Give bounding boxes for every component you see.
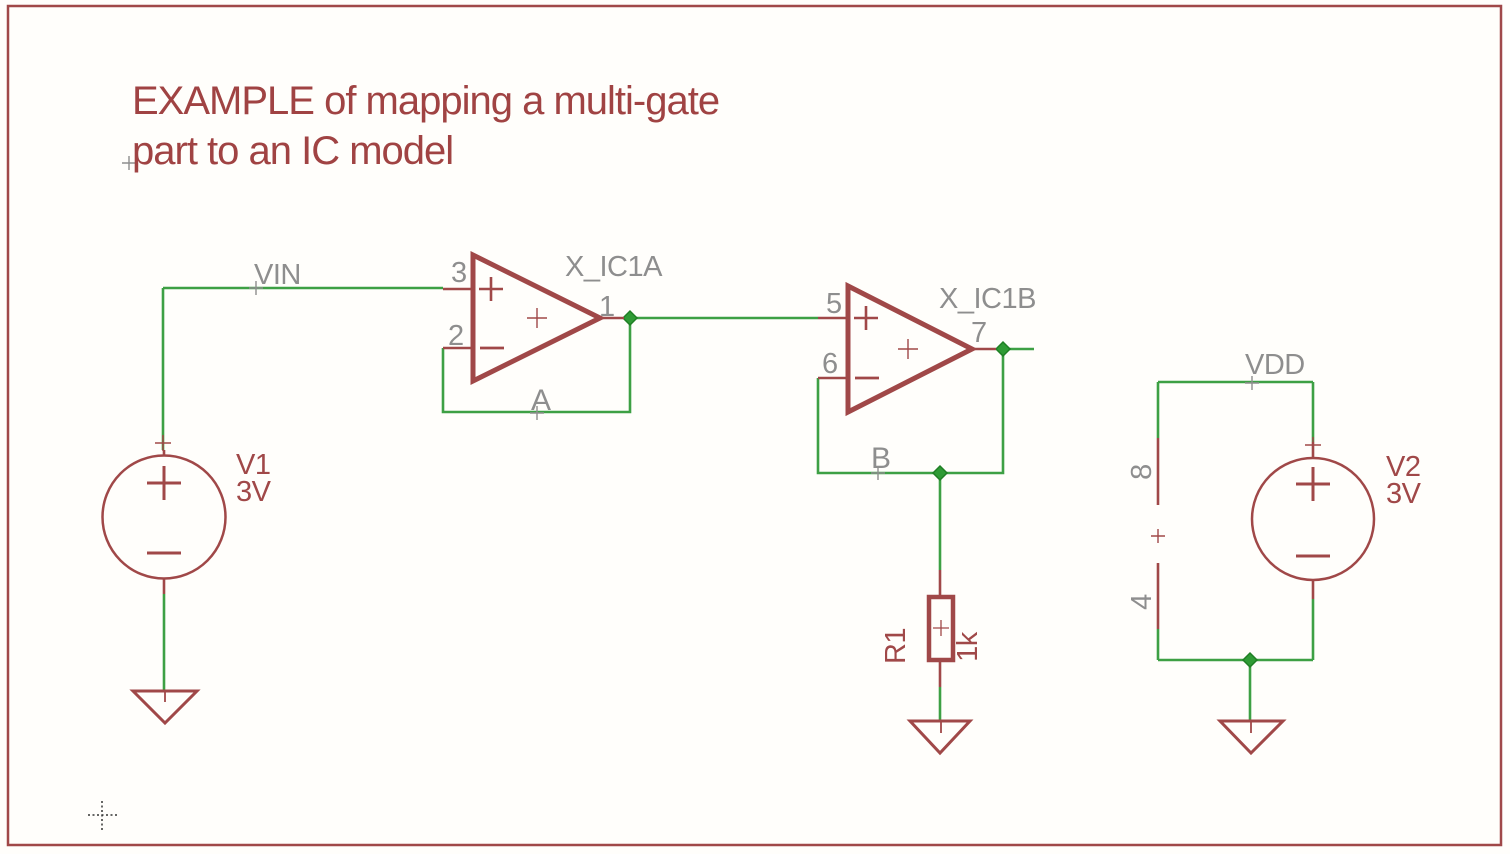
opamp-a-symbol[interactable] <box>443 250 624 386</box>
origin-cross-icon <box>933 620 949 636</box>
v2-refdes[interactable]: V2 <box>1386 451 1421 483</box>
net-label-vin[interactable]: VIN <box>254 259 301 291</box>
opamp-a-triangle[interactable] <box>470 250 606 386</box>
sheet-frame <box>6 4 1503 847</box>
opamp-b-pin6-number: 6 <box>822 348 838 380</box>
v1-value[interactable]: 3V <box>236 476 271 508</box>
opamp-b-pin7-number: 7 <box>971 317 987 349</box>
a-origin-cross-icon <box>530 406 544 420</box>
plus-terminal-icon <box>147 466 181 500</box>
v2-value[interactable]: 3V <box>1386 478 1421 510</box>
vin-origin-cross-icon <box>249 281 263 295</box>
plus-input-icon <box>479 277 503 301</box>
label-origin-crosses <box>122 156 1259 480</box>
v1-top-pin-cross-icon <box>155 435 171 451</box>
opamp-b-symbol[interactable] <box>818 281 996 417</box>
opamp-b-name[interactable]: X_IC1B <box>939 283 1036 315</box>
net-label-b[interactable]: B <box>871 442 891 475</box>
opamp-a-pin2-number: 2 <box>448 320 464 352</box>
crosshair-cursor-icon <box>88 801 117 831</box>
junction-v2-gnd <box>1241 651 1259 669</box>
r1-value[interactable]: 1k <box>951 632 984 662</box>
v1-symbol[interactable] <box>101 435 227 594</box>
origin-cross-icon <box>527 308 547 328</box>
grounds <box>129 689 1287 756</box>
sheet-title: EXAMPLE of mapping a multi-gate part to … <box>132 76 720 176</box>
b-origin-cross-icon <box>871 466 885 480</box>
junction-opamp-b-out <box>994 340 1012 358</box>
wire-feedback-b[interactable] <box>816 349 1005 475</box>
net-label-vdd[interactable]: VDD <box>1245 349 1305 381</box>
v1-refdes[interactable]: V1 <box>236 449 271 481</box>
opamp-a-pin1-number: 1 <box>599 291 615 323</box>
junction-r1-top <box>931 464 949 482</box>
origin-cross-icon <box>1151 529 1165 543</box>
net-label-a[interactable]: A <box>531 384 551 417</box>
origin-cross-icon <box>898 339 918 359</box>
gnd-r1[interactable] <box>906 719 974 756</box>
opamp-b-pin5-number: 5 <box>826 288 842 320</box>
opamp-b-triangle[interactable] <box>845 281 978 417</box>
ic-power-pin4-number: 4 <box>1125 594 1158 610</box>
opamp-a-name[interactable]: X_IC1A <box>565 251 662 283</box>
title-origin-cross-icon <box>122 156 136 170</box>
junctions <box>621 309 1259 669</box>
junction-opamp-a-out <box>621 309 639 327</box>
ic-power-symbol[interactable] <box>1151 438 1165 629</box>
opamp-a-pin3-number: 3 <box>451 257 467 289</box>
r1-symbol[interactable] <box>926 570 956 687</box>
wires <box>161 286 1315 721</box>
sheet-title-line1: EXAMPLE of mapping a multi-gate <box>132 79 720 123</box>
sheet-title-line2: part to an IC model <box>132 129 454 173</box>
r1-body[interactable] <box>926 594 956 663</box>
v2-symbol[interactable] <box>1250 437 1376 599</box>
plus-terminal-icon <box>1296 467 1330 501</box>
ic-power-pin8-number: 8 <box>1125 464 1158 480</box>
vdd-origin-cross-icon <box>1245 376 1259 390</box>
plus-input-icon <box>854 306 878 330</box>
r1-refdes[interactable]: R1 <box>879 627 912 665</box>
